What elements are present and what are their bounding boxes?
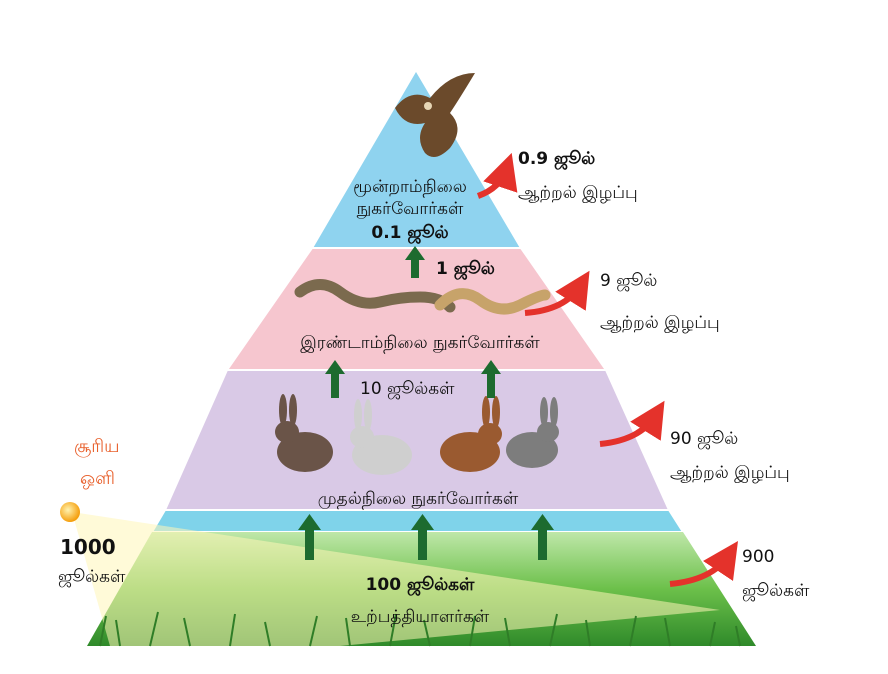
grass-icon <box>99 611 741 647</box>
up-arrow-icon <box>531 514 554 560</box>
secondary-name: இரண்டாம்நிலை நுகர்வோர்கள் <box>300 333 540 353</box>
tertiary-name-line1: மூன்றாம்நிலை <box>353 177 467 197</box>
energy-loss-arrow-icon <box>669 541 738 587</box>
primary-name: முதல்நிலை நுகர்வோர்கள் <box>317 489 519 509</box>
eagle-icon <box>395 73 475 157</box>
rabbit-icon <box>440 396 502 472</box>
up-arrow-icon <box>325 360 345 398</box>
producers-name: உற்பத்தியாளர்கள் <box>350 607 490 627</box>
rabbit-icon <box>275 394 333 472</box>
up-arrow-icon <box>411 514 434 560</box>
energy-loss-arrow-icon <box>476 152 518 199</box>
sun-energy-unit: ஜூல்கள் <box>58 567 126 587</box>
up-arrow-icon <box>405 246 425 278</box>
secondary-loss-label: ஆற்றல் இழப்பு <box>600 313 720 333</box>
sun-energy-value: 1000 <box>60 535 116 559</box>
producers-loss-label: ஜூல்கள் <box>742 581 810 601</box>
snake-icon <box>434 288 551 315</box>
snake-icon <box>294 279 456 313</box>
energy-loss-arrow-icon <box>599 400 665 447</box>
tertiary-name-line2: நுகர்வோர்கள் <box>356 199 464 219</box>
secondary-loss-value: 9 ஜூல் <box>600 271 658 291</box>
primary-loss-value: 90 ஜூல் <box>670 429 739 449</box>
tertiary-energy: 0.1 ஜூல் <box>371 223 449 243</box>
primary-loss-label: ஆற்றல் இழப்பு <box>670 463 790 483</box>
rabbit-icon <box>350 399 412 475</box>
primary-transfer: 10 ஜூல்கள் <box>360 379 455 399</box>
sun-label-line2: ஒளி <box>80 468 115 489</box>
sun-label-line1: சூரிய <box>74 436 120 457</box>
energy-loss-arrow-icon <box>524 270 590 316</box>
tertiary-loss-value: 0.9 ஜூல் <box>518 149 596 169</box>
sun-icon <box>60 502 80 522</box>
up-arrow-icon <box>298 514 321 560</box>
producers-transfer: 100 ஜூல்கள் <box>365 575 475 595</box>
rabbit-icon <box>506 397 559 468</box>
up-arrow-icon <box>481 360 501 398</box>
tertiary-loss-label: ஆற்றல் இழப்பு <box>518 183 638 203</box>
producers-loss-value: 900 <box>742 547 775 567</box>
secondary-transfer: 1 ஜூல் <box>436 259 495 279</box>
sunlight-beam <box>72 512 720 646</box>
